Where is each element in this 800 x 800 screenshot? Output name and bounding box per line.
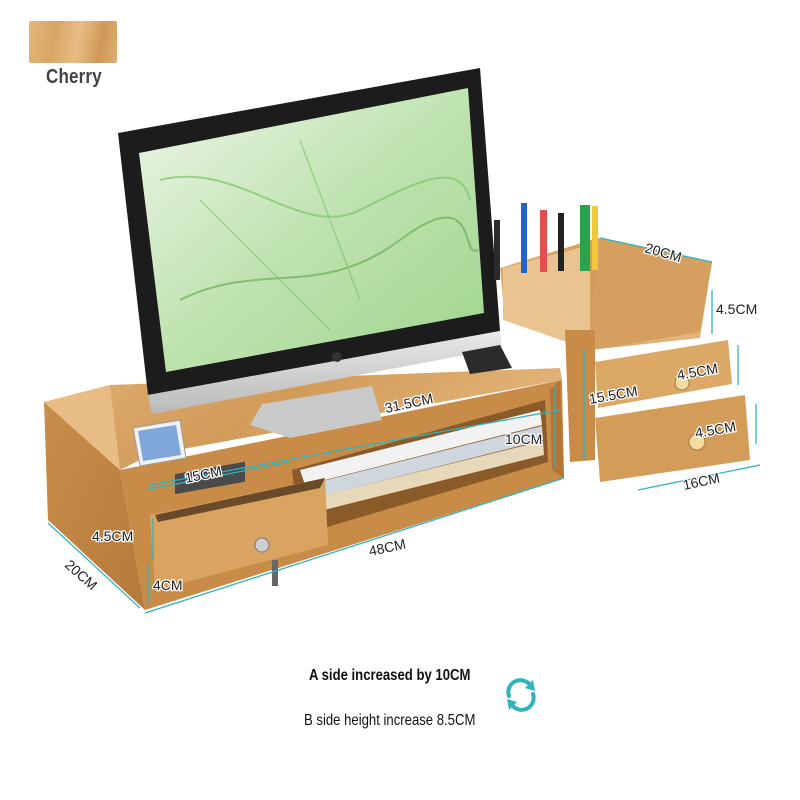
- side-organizer: [494, 203, 750, 482]
- monitor-stand: [250, 386, 382, 438]
- dim-label: 4.5CM: [716, 301, 757, 317]
- dimension-lines: [47, 237, 761, 614]
- drawer-knob-icon: [674, 375, 690, 391]
- dim-label: 16CM: [681, 470, 721, 493]
- dim-label: 4CM: [153, 577, 183, 593]
- key-icon: [272, 560, 278, 586]
- caption-b-side: B side height increase 8.5CM: [304, 712, 476, 729]
- drawer-knob-icon: [688, 433, 706, 451]
- dim-label: 10CM: [505, 431, 542, 447]
- swatch-label: Cherry: [46, 66, 102, 88]
- left-drawer[interactable]: [150, 461, 328, 590]
- lower-drawer[interactable]: [595, 395, 750, 482]
- monitor-screen: [139, 88, 484, 372]
- caption-a-side: A side increased by 10CM: [309, 667, 471, 684]
- pen-icon: [521, 203, 527, 273]
- apple-logo-icon: [332, 352, 342, 362]
- monitor: [118, 68, 502, 438]
- upper-drawer[interactable]: [595, 340, 732, 408]
- rotate-icon: [506, 678, 536, 712]
- color-swatch[interactable]: [29, 21, 117, 63]
- dim-label: 4.5CM: [92, 528, 133, 544]
- lock-icon: [254, 537, 270, 553]
- stapler-icon: [462, 345, 512, 374]
